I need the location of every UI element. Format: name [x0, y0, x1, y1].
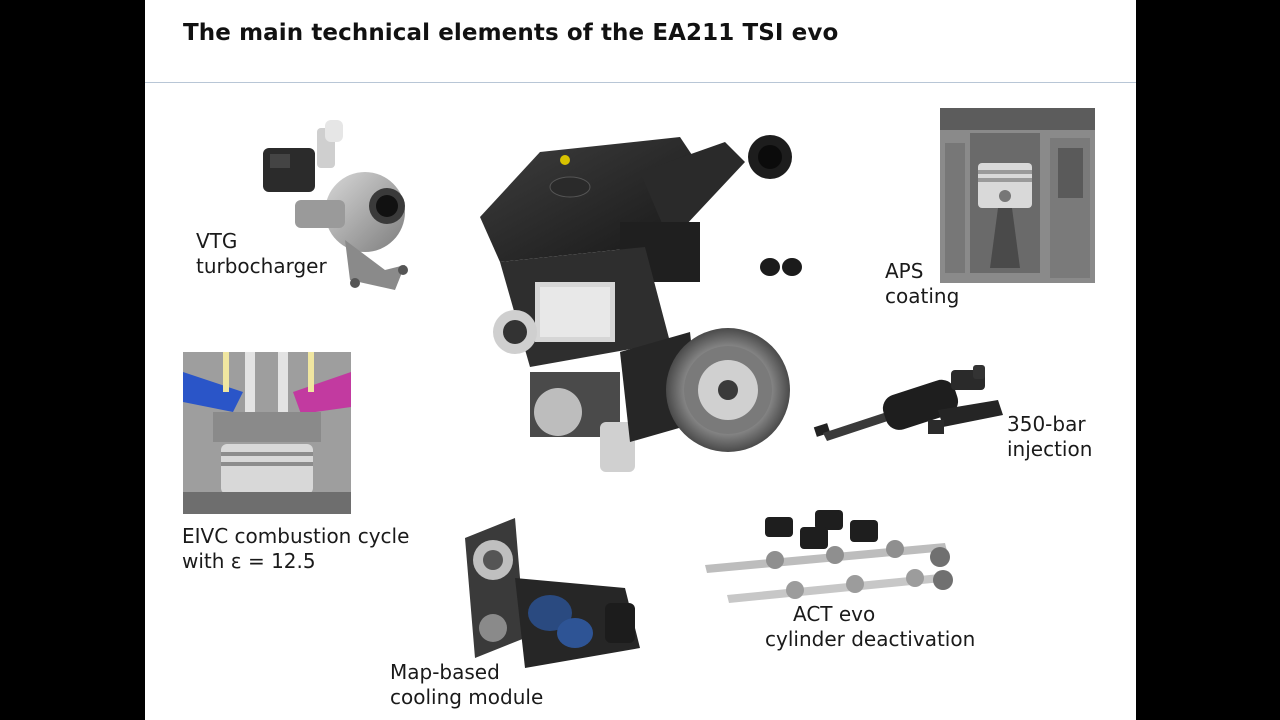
injection-label-line2: injection [1007, 437, 1093, 461]
act-label-line2: cylinder deactivation [765, 627, 976, 651]
vtg-label-line1: VTG [196, 229, 238, 253]
injection-label-line1: 350-bar [1007, 412, 1086, 436]
vtg-label-line2: turbocharger [196, 254, 327, 278]
eivc-label-line2: with ε = 12.5 [182, 549, 316, 573]
slide: The main technical elements of the EA211… [145, 0, 1136, 720]
vtg-label: VTG turbocharger [196, 229, 327, 279]
title-divider [145, 82, 1136, 83]
act-label-line1: ACT evo [793, 602, 876, 626]
piston-block-icon [940, 108, 1095, 283]
page-title: The main technical elements of the EA211… [183, 20, 839, 46]
act-label: ACT evo cylinder deactivation [765, 602, 975, 652]
turbocharger-icon [255, 120, 410, 295]
combustion-chamber-icon [183, 352, 351, 514]
injector-icon [813, 365, 1005, 445]
eivc-label-line1: EIVC combustion cycle [182, 524, 410, 548]
injection-label: 350-bar injection [1007, 412, 1092, 462]
eivc-label: EIVC combustion cycle with ε = 12.5 [182, 524, 409, 574]
cooling-module-icon [455, 518, 645, 678]
aps-label: APS coating [885, 259, 959, 309]
cooling-label: Map-based cooling module [390, 660, 543, 710]
aps-label-line2: coating [885, 284, 960, 308]
cooling-label-line1: Map-based [390, 660, 500, 684]
engine-icon [470, 122, 810, 477]
cooling-label-line2: cooling module [390, 685, 544, 709]
camshaft-icon [705, 505, 955, 610]
aps-label-line1: APS [885, 259, 924, 283]
